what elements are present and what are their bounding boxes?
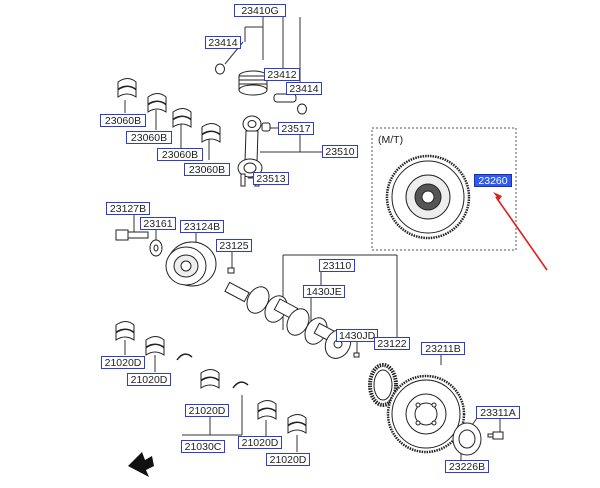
mt-caption: (M/T): [378, 134, 404, 146]
arrow-icon: [493, 192, 548, 271]
part-23260-label[interactable]: 23260: [474, 174, 512, 187]
main-bearing-part: [115, 321, 307, 434]
part-23060B-label[interactable]: 23060B: [100, 114, 146, 127]
part-23124B-label[interactable]: 23124B: [180, 220, 224, 233]
key-part: [227, 267, 235, 274]
part-23513-label[interactable]: 23513: [253, 172, 289, 185]
part-23110-label[interactable]: 23110: [319, 259, 355, 272]
flywheel-bolt-part: [487, 431, 504, 440]
part-23311A-label[interactable]: 23311A: [476, 406, 520, 419]
part-23226B-label[interactable]: 23226B: [445, 460, 489, 473]
part-23410G-label[interactable]: 23410G: [234, 4, 286, 17]
flywheel-part: [385, 154, 471, 240]
part-1430JD-label[interactable]: 1430JD: [336, 329, 378, 342]
part-23060B-label[interactable]: 23060B: [157, 148, 203, 161]
part-23412-label[interactable]: 23412: [264, 68, 300, 81]
part-21020D-label[interactable]: 21020D: [127, 373, 171, 386]
bushing-part: [261, 122, 271, 132]
thrust-washer-part: [176, 353, 249, 389]
reluctor-ring-part: [368, 363, 398, 407]
crank-pulley-part: [165, 241, 217, 287]
crank-bolt-part: [115, 229, 149, 241]
pin-part: [353, 352, 360, 358]
part-23125-label[interactable]: 23125: [216, 239, 252, 252]
piston-pin-part: [273, 93, 297, 103]
part-23211B-label[interactable]: 23211B: [421, 342, 465, 355]
part-21020D-label[interactable]: 21020D: [185, 404, 229, 417]
part-23414-label[interactable]: 23414: [286, 82, 322, 95]
connecting-rod-part: [237, 115, 263, 187]
part-23060B-label[interactable]: 23060B: [184, 163, 230, 176]
part-23127B-label[interactable]: 23127B: [106, 202, 150, 215]
adapter-plate-part: [452, 422, 482, 456]
part-21020D-label[interactable]: 21020D: [101, 356, 145, 369]
part-1430JE-label[interactable]: 1430JE: [303, 285, 345, 298]
drive-plate-part: [386, 374, 466, 454]
part-21030C-label[interactable]: 21030C: [181, 440, 225, 453]
crankshaft-part: [224, 281, 352, 359]
part-23414-label[interactable]: 23414: [205, 36, 241, 49]
part-23517-label[interactable]: 23517: [278, 122, 314, 135]
front-arrow-icon: [128, 452, 154, 477]
part-23122-label[interactable]: 23122: [374, 337, 410, 350]
piston-part: [238, 70, 268, 96]
bearing-shell-part: [117, 78, 221, 143]
part-21020D-label[interactable]: 21020D: [266, 453, 310, 466]
washer-part: [149, 239, 163, 257]
part-23510-label[interactable]: 23510: [322, 145, 358, 158]
part-21020D-label[interactable]: 21020D: [238, 436, 282, 449]
part-23060B-label[interactable]: 23060B: [126, 131, 172, 144]
part-23161-label[interactable]: 23161: [140, 217, 176, 230]
piston-ring-part: [215, 63, 307, 115]
mt-frame: [371, 127, 517, 251]
